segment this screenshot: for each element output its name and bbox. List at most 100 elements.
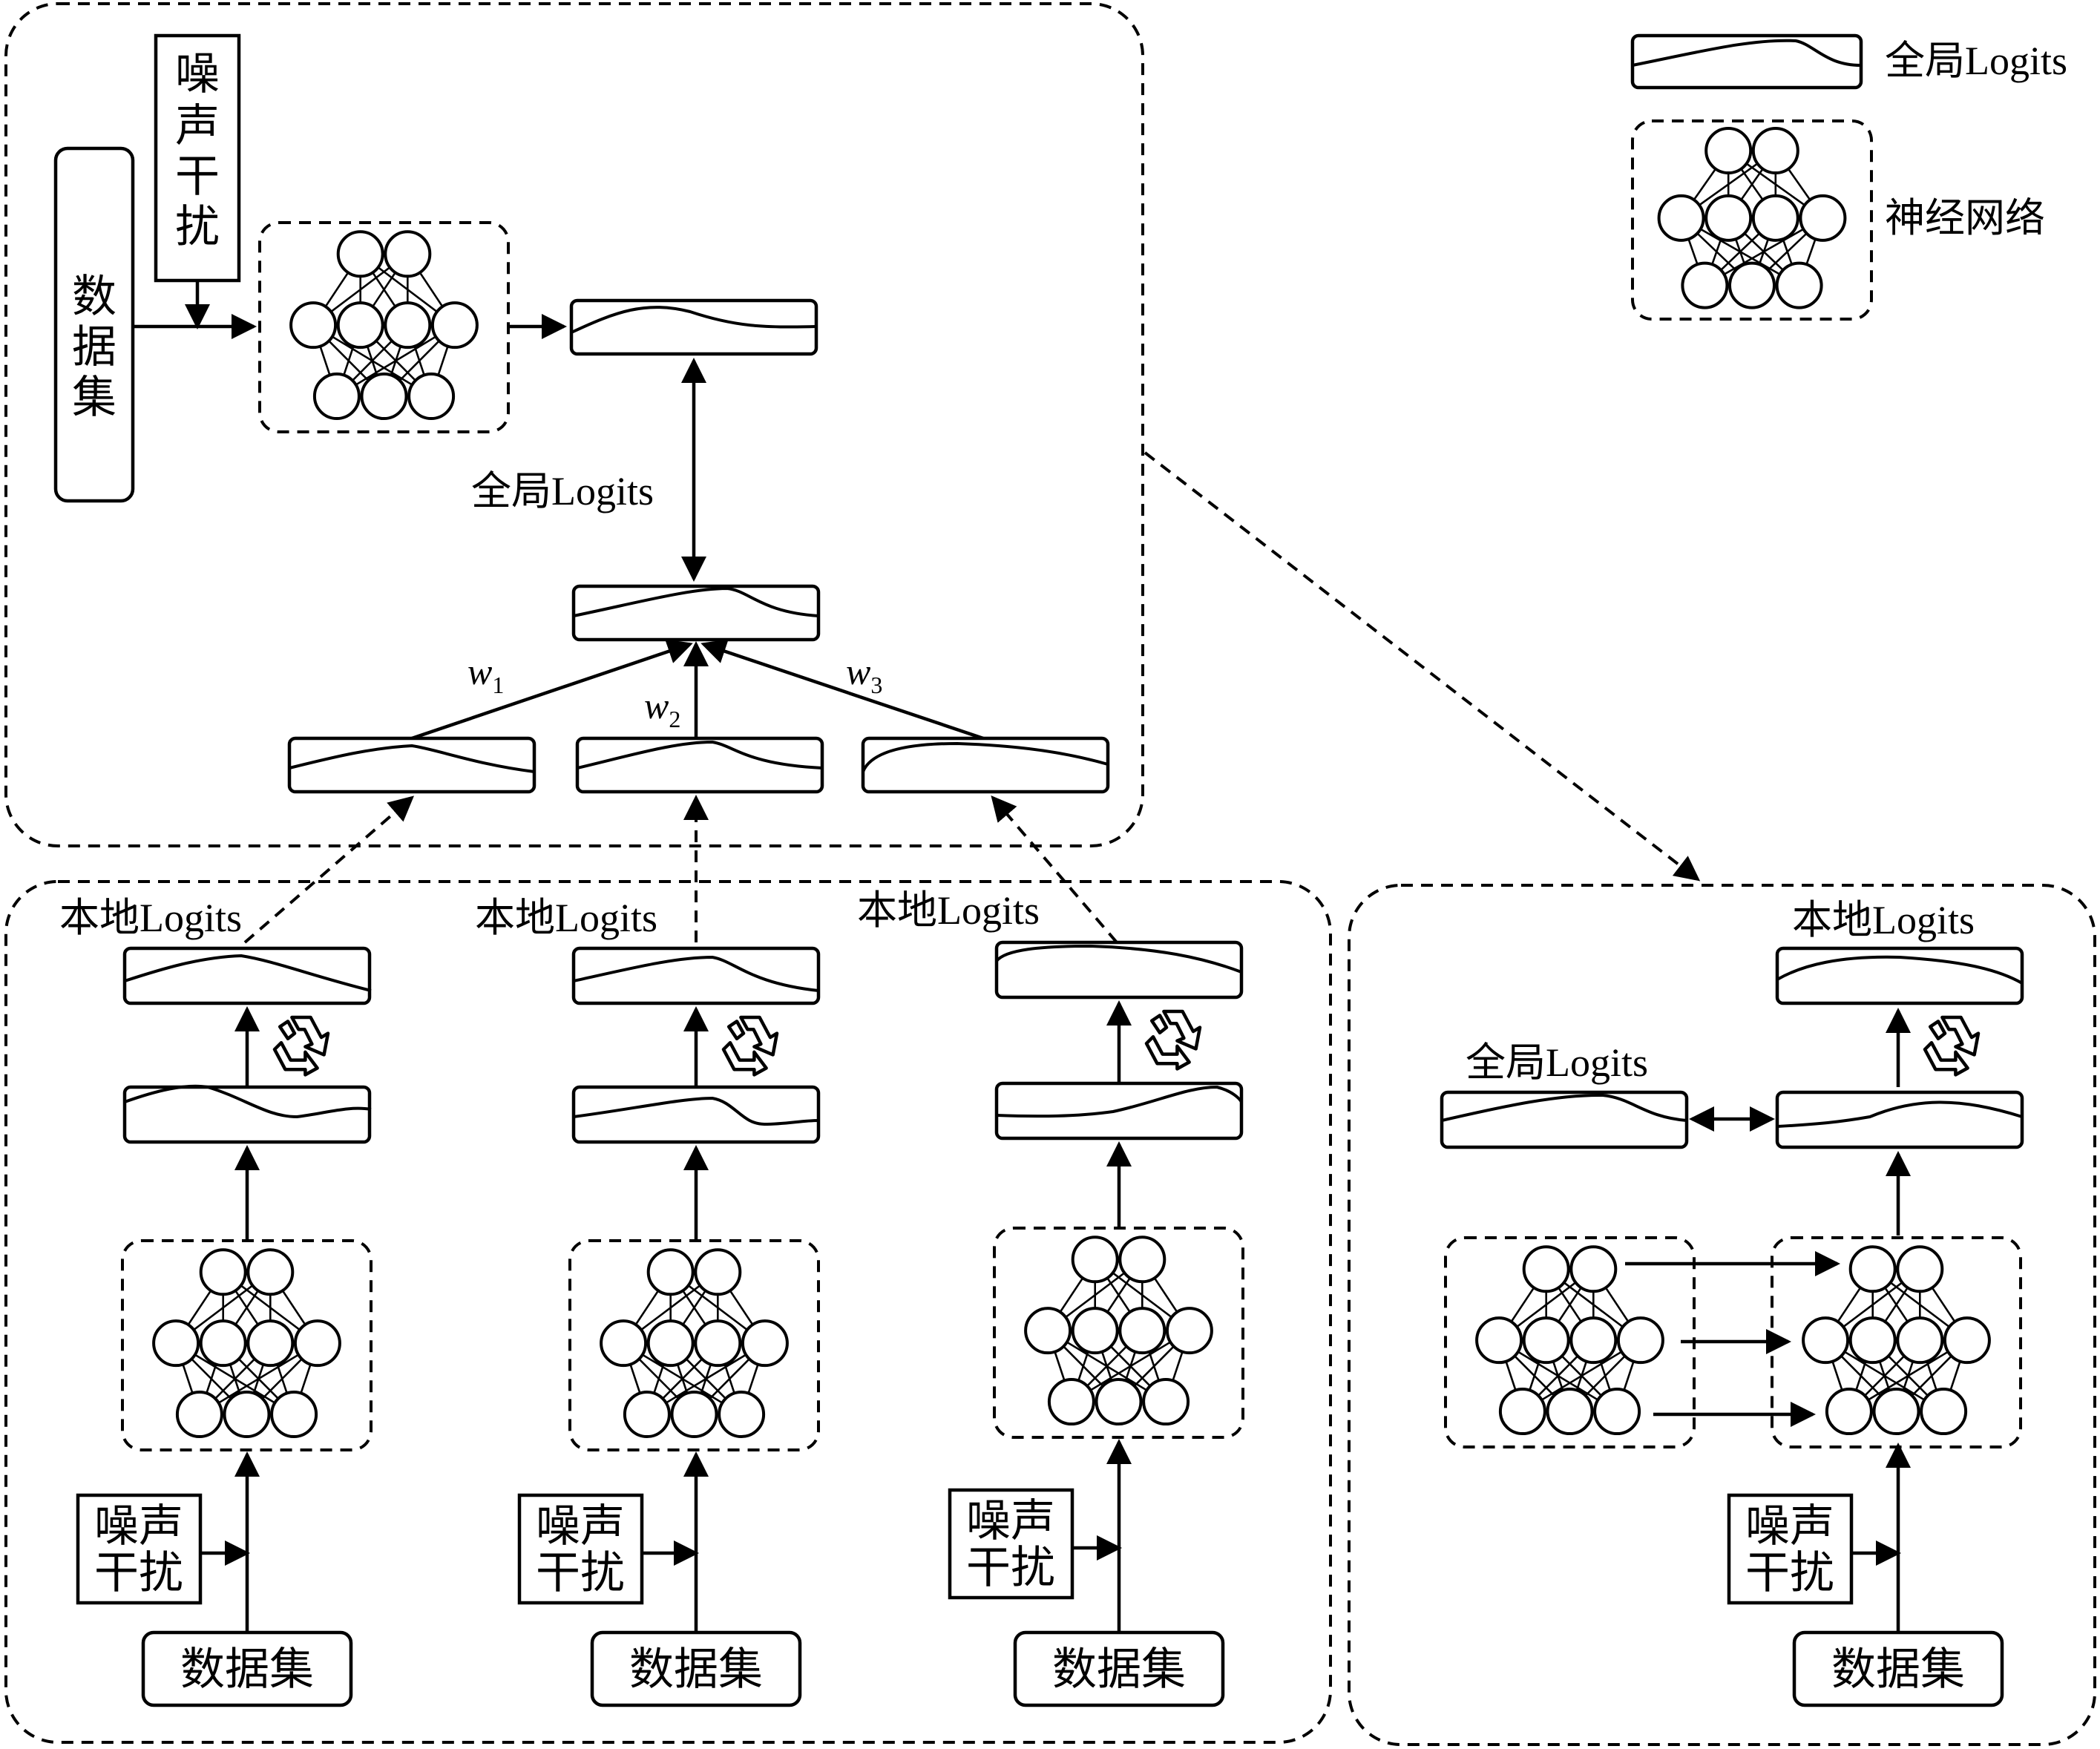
w1-arrow [411,639,693,741]
newclient-local-logits-curve [1776,955,2023,985]
client-neural-network [121,1239,373,1451]
nn-node [1118,1307,1167,1355]
nn-node [152,1319,200,1368]
server-noise-box [154,33,241,283]
nn-node [646,1248,695,1296]
nn-node [1896,1245,1944,1293]
legend-logits-box [1630,33,1863,90]
recycle-icon [1146,1011,1200,1069]
server: 数 据 集 噪 声 干 扰 全局Logits w1 w2 w3 [53,33,1110,794]
received-logits-1 [287,736,537,794]
client-noise-line1: 噪声 [966,1495,1055,1547]
client-noise-line2: 干扰 [966,1542,1055,1594]
nn-node [1657,194,1705,242]
nn-node [407,373,456,421]
nn-node [246,1319,295,1368]
nn-node [1024,1307,1072,1355]
nn-node [223,1391,271,1439]
server-group [4,2,1144,847]
nn-node [1825,1388,1873,1436]
recycle-icon [275,1017,328,1074]
nn-node [694,1319,742,1368]
client-local-logits [994,940,1244,1000]
nn-node [175,1391,223,1439]
server-noise-char-3: 干 [175,151,220,203]
nn-node [336,301,384,350]
client-noise-line2: 干扰 [94,1547,183,1599]
nn-node [1616,1316,1664,1365]
upload-arrow-1 [243,795,415,944]
client-dataset-box [1013,1630,1225,1707]
client-local-logits-curve [995,944,1242,974]
server-noise-char-1: 噪 [175,48,220,100]
nn-node [623,1391,671,1439]
nn-node [360,373,408,421]
client-dataset-label: 数据集 [180,1644,314,1696]
client-dataset-box [141,1630,353,1707]
client-dataset-label: 数据集 [629,1644,763,1696]
recycle-icon [723,1017,777,1074]
newclient-noise-line2: 干扰 [1745,1547,1834,1599]
weight-w1: w1 [467,651,504,698]
new-client-group [1348,884,2096,1746]
nn-node [1118,1236,1167,1284]
weight-w3: w3 [846,651,882,698]
nn-node [1475,1316,1523,1365]
nn-node [718,1391,766,1439]
nn-node [336,230,384,278]
client-neural-network [568,1239,820,1451]
nn-node [199,1248,247,1296]
nn-node [1848,1245,1897,1293]
client-output-curve [124,1084,372,1119]
legend: 全局Logits 神经网络 [1630,33,2067,321]
nn-node [1802,1316,1850,1365]
client-dataset-label: 数据集 [1052,1644,1186,1696]
client-local-logits-curve [124,954,372,992]
newclient-local-logits-label: 本地Logits [1792,898,1975,942]
aggregated-logits [571,584,821,642]
nn-node [1142,1378,1190,1426]
nn-node [694,1248,742,1296]
client-noise-line1: 噪声 [536,1500,625,1552]
nn-node [199,1319,247,1368]
nn-node [741,1319,789,1368]
nn-node [1095,1378,1143,1426]
newclient-teacher-network [1444,1236,1696,1448]
nn-node [1943,1316,1991,1365]
nn-node [646,1319,695,1368]
nn-node [1896,1316,1944,1365]
server-dataset-char-1: 数 [72,271,117,323]
upload-arrow-3 [991,795,1118,944]
aggregated-logits-curve [573,586,819,617]
clients-group [4,880,1332,1744]
server-global-logits-label: 全局Logits [471,469,654,513]
newclient-global-logits-curve [1441,1093,1687,1122]
nn-node [1546,1388,1594,1436]
nn-node [1047,1378,1095,1426]
w3-arrow [700,639,984,741]
server-neural-network [258,221,510,433]
client-output-logits [122,1085,372,1144]
nn-node [1681,261,1729,309]
client-output-curve [573,1096,819,1126]
newclient-dataset-box [1792,1630,2004,1707]
legend-neural-network-label: 神经网络 [1885,194,2045,241]
newclient-recycle-icon [1925,1017,1978,1074]
client-neural-network [993,1227,1244,1439]
server-output-curve [571,306,817,334]
nn-node [1498,1388,1546,1436]
client-noise-box [76,1493,203,1605]
nn-node [1799,194,1847,242]
nn-frame [1631,119,1873,321]
legend-neural-network [1631,119,1873,321]
received-logits-1-curve [289,744,535,773]
nn-node [1071,1236,1119,1284]
nn-node [384,230,432,278]
newclient-noise-box [1727,1493,1854,1605]
nn-node [430,301,479,350]
client-local-logits-label: 本地Logits [475,896,657,940]
nn-node [1071,1307,1119,1355]
nn-node [1751,194,1799,242]
client-local-logits [571,946,821,1005]
